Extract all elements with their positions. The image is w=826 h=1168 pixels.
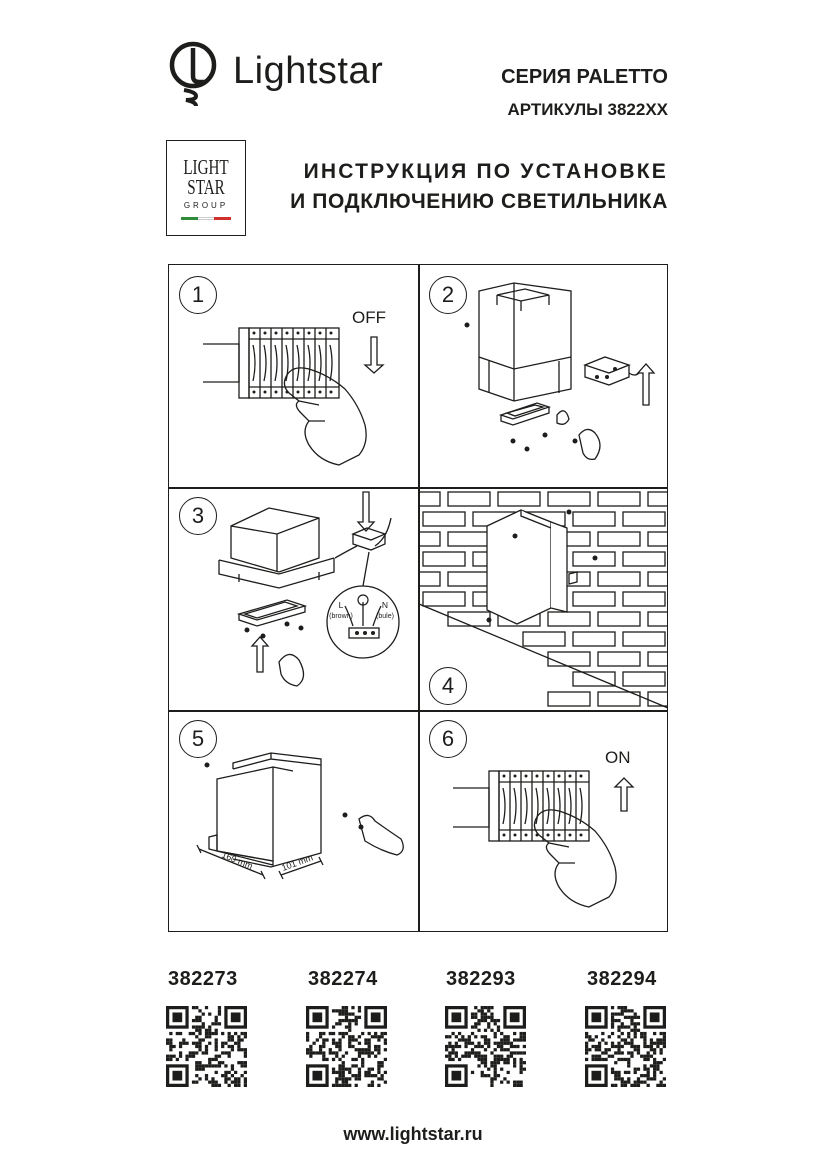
qr-code-382293[interactable] [445, 1006, 526, 1087]
step-2-number: 2 [429, 276, 467, 314]
width-dimension: 160 mm [220, 850, 254, 871]
article-code-2: 382274 [308, 968, 378, 990]
wire-l-label: L [339, 600, 344, 610]
wire-n-color: (bule) [376, 613, 394, 620]
lightstar-logo [166, 38, 426, 110]
breaker-on-illustration: ON [453, 748, 635, 908]
qr-code-382273[interactable] [166, 1006, 247, 1087]
off-label: OFF [352, 308, 386, 327]
article-range: АРТИКУЛЫ 3822XX [507, 100, 668, 119]
article-code-3: 382293 [446, 968, 516, 990]
step-3-number: 3 [179, 497, 217, 535]
qr-code-382294[interactable] [585, 1006, 666, 1087]
step-2-panel: 2 [419, 265, 668, 487]
installed-lamp-dimensions-illustration: 160 mm 101 mm [196, 752, 404, 880]
website-link[interactable]: www.lightstar.ru [343, 1124, 483, 1144]
grid-divider-row1 [169, 487, 667, 489]
qr-code-382274[interactable] [306, 1006, 387, 1087]
italian-flag-stripe [181, 217, 231, 220]
bulb-logo-icon [169, 41, 217, 107]
breaker-off-illustration: OFF [203, 308, 386, 466]
article-code-1: 382273 [168, 968, 238, 990]
series-name: СЕРИЯ PALETTO [501, 66, 668, 88]
step-1-panel: 1 OFF [169, 265, 418, 487]
step-6-panel: 6 ON [419, 711, 668, 933]
group-logo-line3: GROUP [183, 201, 229, 210]
step-4-number: 4 [429, 667, 467, 705]
wiring-connection-illustration: L (brown) N (bule) [218, 491, 400, 687]
step-5-panel: 5 160 mm 101 mm [169, 711, 418, 933]
group-logo-line2: STAR [187, 175, 225, 199]
wall-mounting-illustration [419, 491, 668, 709]
document-title-line2: И ПОДКЛЮЧЕНИЮ СВЕТИЛЬНИКА [290, 190, 668, 213]
step-1-number: 1 [179, 276, 217, 314]
grid-divider-row2 [169, 710, 667, 712]
lightstar-group-logo: LIGHT STAR GROUP [166, 140, 246, 236]
step-4-panel: 4 [419, 488, 668, 710]
step-6-number: 6 [429, 720, 467, 758]
lamp-disassembly-illustration [464, 282, 656, 461]
step-3-panel: 3 [169, 488, 418, 710]
brand-name: Lightstar [233, 50, 384, 92]
document-title-line1: ИНСТРУКЦИЯ ПО УСТАНОВКЕ [303, 160, 668, 183]
step-5-number: 5 [179, 720, 217, 758]
on-label: ON [605, 748, 631, 767]
wire-n-label: N [382, 600, 388, 610]
grid-divider-vertical [418, 265, 420, 931]
instruction-grid: 1 OFF [168, 264, 668, 932]
wire-l-color: (brown) [329, 613, 353, 620]
article-code-4: 382294 [587, 968, 657, 990]
group-logo-line1: LIGHT [183, 155, 229, 179]
